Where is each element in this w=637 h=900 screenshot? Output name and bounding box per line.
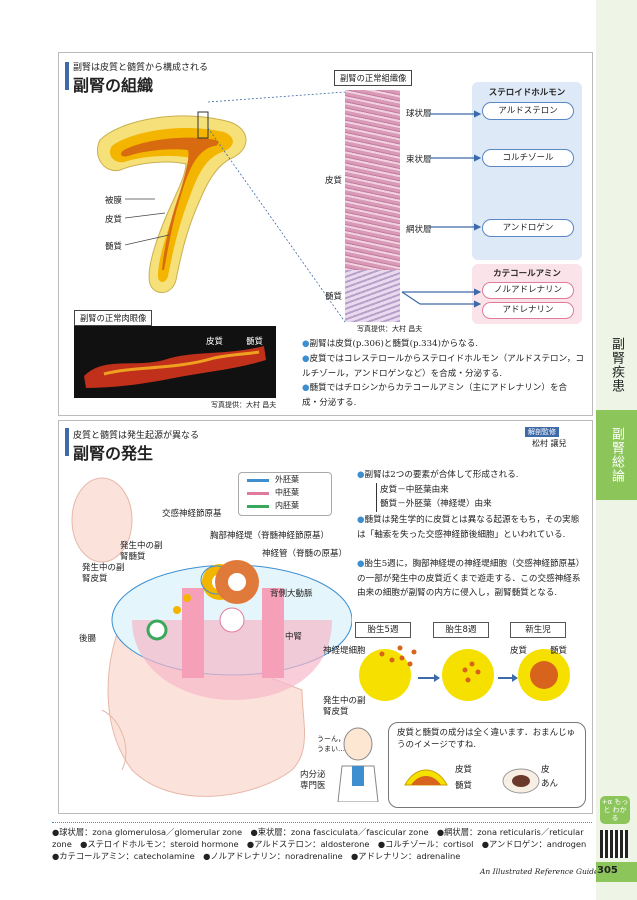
tissue-bullet-2: ●皮質ではコレステロールからステロイドホルモン（アルドステロン，コルチゾール，ア… bbox=[302, 354, 584, 379]
page-number-tab bbox=[596, 862, 637, 882]
hormone-cortisol: コルチゾール bbox=[482, 149, 574, 167]
hormone-aldosterone: アルドステロン bbox=[482, 102, 574, 120]
label-dev-medulla: 発生中の副腎髄質 bbox=[120, 541, 163, 562]
dev-bullet-1a: 皮質－中胚葉由来 bbox=[376, 483, 580, 498]
bubble-medulla: 髄質 bbox=[455, 781, 473, 791]
adrenal-gland-illustration bbox=[97, 111, 247, 293]
label-aorta: 背側大動脈 bbox=[270, 589, 313, 599]
hormone-androgen: アンドロゲン bbox=[482, 219, 574, 237]
legend-ectoderm-swatch bbox=[247, 479, 269, 482]
zone-glomerulosa-label: 球状層 bbox=[406, 109, 432, 119]
label-medulla: 髄質 bbox=[105, 242, 123, 252]
dev-bullet-1b: 髄質－外胚葉（神経堤）由来 bbox=[376, 497, 580, 512]
bubble-cortex: 皮質 bbox=[455, 765, 473, 775]
label-neural-crest: 胸部神経堤（脊髄神経節原基） bbox=[210, 531, 330, 541]
photo-credit: 写真提供：大村 昌夫 bbox=[357, 325, 423, 333]
gross-label-cortex: 皮質 bbox=[206, 337, 224, 347]
steroid-title: ステロイドホルモン bbox=[488, 88, 566, 98]
tab-adrenal-disease[interactable]: 副腎疾患 bbox=[609, 337, 624, 393]
section-subtitle: 副腎は皮質と髄質から構成される bbox=[73, 63, 209, 73]
hormone-adrenaline: アドレナリン bbox=[482, 302, 574, 319]
speech-bubble: 皮質と髄質の成分は全く違います．おまんじゅうのイメージですね. 皮質 髄質 皮 … bbox=[388, 722, 586, 808]
tissue-bullet-1: ●副腎は皮質(p.306)と髄質(p.334)からなる. bbox=[302, 339, 479, 349]
tissue-bullet-3: ●髄質ではチロシンからカテコールアミン（主にアドレナリン）を合成・分泌する. bbox=[302, 383, 568, 408]
catechol-title: カテコールアミン bbox=[493, 269, 561, 279]
label-stage-dev-cortex: 発生中の副腎皮質 bbox=[323, 696, 366, 717]
bubble-skin: 皮 bbox=[541, 765, 550, 775]
hist-label-medulla: 髄質 bbox=[325, 292, 343, 302]
stage-diagrams bbox=[359, 645, 570, 701]
gross-photo: 皮質 髄質 bbox=[74, 326, 276, 398]
page-number: 305 bbox=[597, 865, 618, 876]
legend-endoderm: 内胚葉 bbox=[275, 501, 299, 510]
label-hindgut: 後腸 bbox=[79, 634, 97, 644]
stage-week8: 胎生8週 bbox=[433, 622, 489, 638]
gross-title: 副腎の正常肉眼像 bbox=[74, 310, 153, 326]
zoom-guide-lines bbox=[207, 91, 346, 323]
zone-fasciculata-label: 束状層 bbox=[406, 155, 432, 165]
stage-week5: 胎生5週 bbox=[355, 622, 411, 638]
doctor-illustration bbox=[337, 727, 379, 802]
legend-mesoderm-swatch bbox=[247, 492, 269, 495]
section2-subtitle: 皮質と髄質は発生起源が異なる bbox=[73, 431, 200, 441]
bubble-text: 皮質と髄質の成分は全く違います．おまんじゅうのイメージですね. bbox=[397, 728, 576, 750]
legend-ectoderm: 外胚葉 bbox=[275, 475, 299, 484]
embryo-illustration bbox=[71, 477, 352, 797]
section-bar bbox=[65, 62, 69, 90]
label-capsule: 被膜 bbox=[105, 196, 123, 206]
gross-label-medulla: 髄質 bbox=[246, 337, 264, 347]
hormone-arrows bbox=[401, 110, 482, 308]
tab-adrenal-overview[interactable]: 副腎総論 bbox=[596, 410, 637, 500]
label-dev-cortex: 発生中の副腎皮質 bbox=[82, 563, 125, 584]
glossary: ●球状層：zona glomerulosa／glomerular zone ●束… bbox=[52, 827, 595, 861]
glossary-divider bbox=[52, 822, 592, 823]
dev-bullet-2: ●髄質は発生学的に皮質とは異なる起源をもち，その実態は「軸索を失った交感神経節後… bbox=[357, 515, 580, 540]
section-title: 副腎の組織 bbox=[73, 76, 154, 95]
label-leader-lines bbox=[125, 198, 170, 246]
bubble-an: あん bbox=[541, 779, 559, 789]
hist-label-cortex: 皮質 bbox=[325, 176, 343, 186]
label-crest-cells: 神経堤細胞 bbox=[323, 646, 366, 656]
label-stage-cortex: 皮質 bbox=[510, 646, 528, 656]
supervisor-name: 松村 讓兒 bbox=[532, 439, 567, 448]
histology-title: 副腎の正常組織像 bbox=[334, 70, 413, 86]
legend-mesoderm: 中胚葉 bbox=[275, 488, 299, 497]
label-stage-medulla: 髄質 bbox=[550, 646, 568, 656]
histology-medulla-area bbox=[345, 270, 400, 322]
manju-diagram bbox=[404, 768, 540, 794]
stage-newborn: 新生児 bbox=[510, 622, 566, 638]
section-bar-2 bbox=[65, 428, 69, 456]
germ-layer-legend: 外胚葉 中胚葉 内胚葉 bbox=[238, 472, 332, 516]
label-mesonephros: 中腎 bbox=[285, 632, 303, 642]
label-cortex: 皮質 bbox=[105, 215, 123, 225]
zone-reticularis-label: 網状層 bbox=[406, 225, 432, 235]
qr-code-icon[interactable] bbox=[600, 830, 628, 858]
hormone-noradrenaline: ノルアドレナリン bbox=[482, 282, 574, 299]
label-sympathetic: 交感神経節原基 bbox=[162, 509, 222, 519]
section2-title: 副腎の発生 bbox=[73, 444, 154, 463]
supervisor-badge: 解剖監修 bbox=[525, 427, 559, 437]
book-title: An Illustrated Reference Guide bbox=[480, 867, 599, 876]
doctor-speech: うーん，うまい… bbox=[317, 735, 345, 753]
gross-credit: 写真提供：大村 昌夫 bbox=[211, 401, 277, 409]
more-badge[interactable]: +α もっと わかる bbox=[600, 796, 630, 824]
legend-endoderm-swatch bbox=[247, 505, 269, 508]
label-neural-tube: 神経管（脊髄の原基） bbox=[262, 549, 348, 559]
chapter-sidebar: 副腎疾患 副腎総論 +α もっと わかる bbox=[596, 0, 637, 900]
dev-bullet-1: ●副腎は2つの要素が合体して形成される. bbox=[357, 470, 519, 480]
doctor-label: 内分泌専門医 bbox=[300, 770, 326, 791]
dev-bullet-3: ●胎生5週に，胸部神経堤の神経堤細胞（交感神経節原基）の一部が発生中の皮質近くま… bbox=[357, 559, 585, 598]
